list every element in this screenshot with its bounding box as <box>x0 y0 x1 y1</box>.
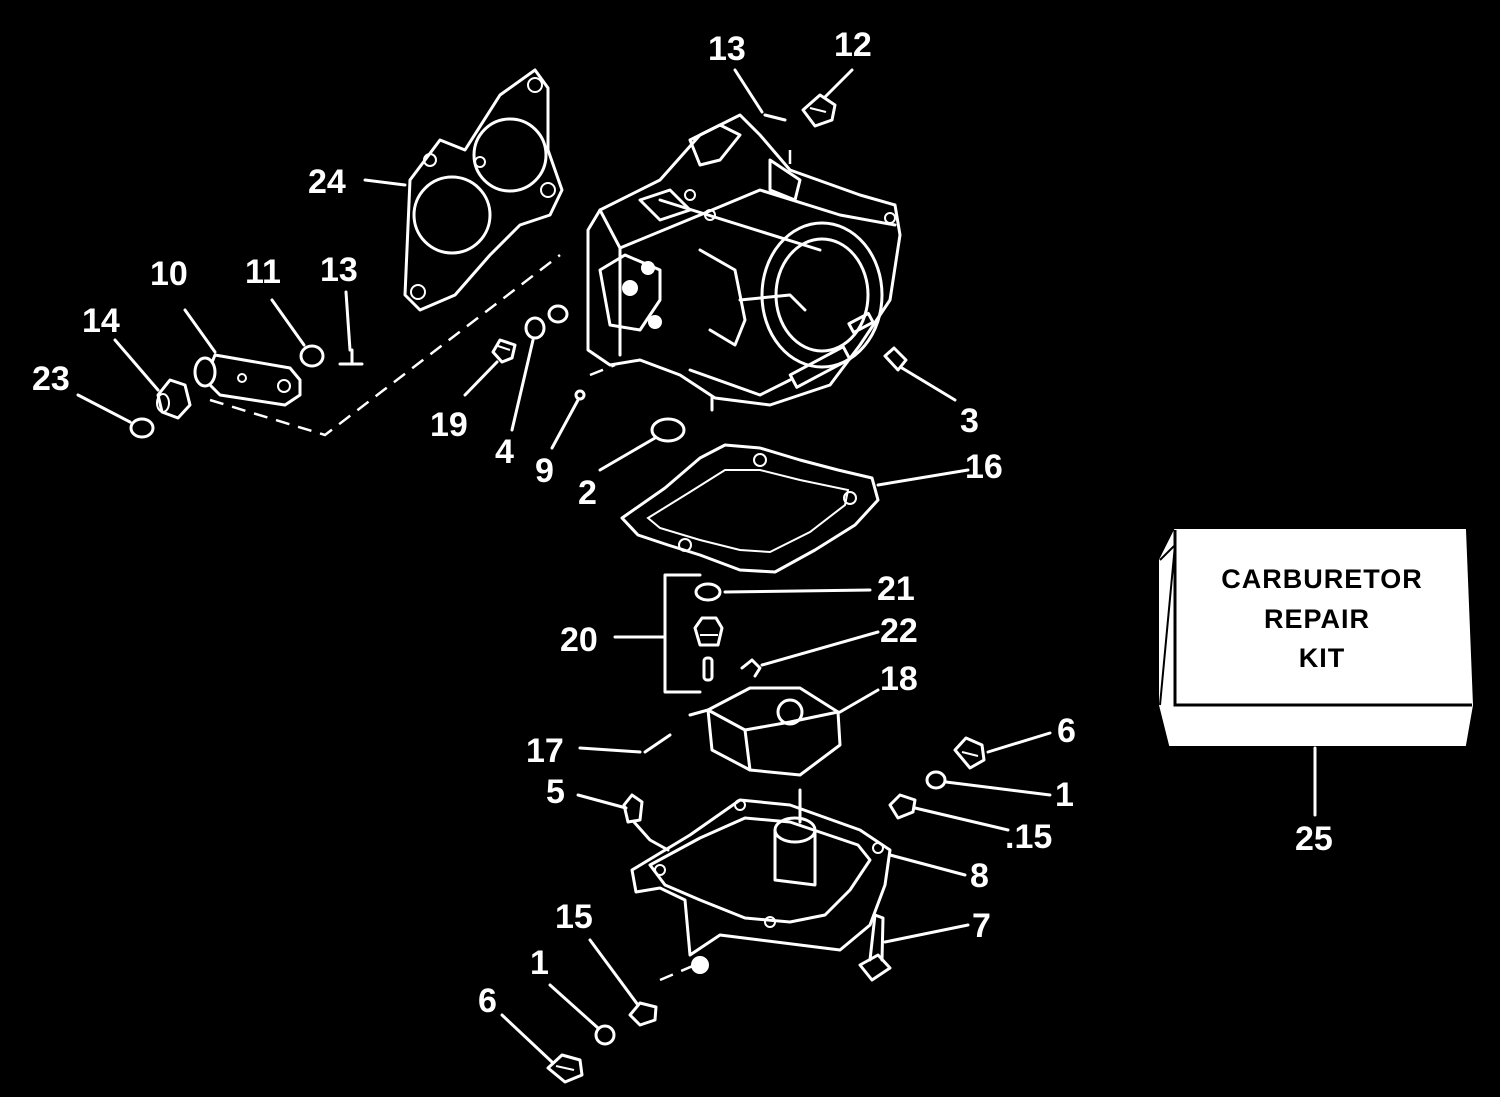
label-14: 14 <box>82 302 120 340</box>
label-15-bottom: 15 <box>555 898 593 936</box>
label-5: 5 <box>546 773 565 811</box>
leader-lines <box>76 68 1317 1064</box>
part-20-needle-seat <box>693 616 724 682</box>
label-6-right: 6 <box>1057 712 1076 750</box>
label-8: 8 <box>970 857 989 895</box>
part-2-disk <box>650 417 686 443</box>
part-8-float-bowl <box>630 788 892 974</box>
label-25: 25 <box>1295 820 1333 858</box>
label-22: 22 <box>880 612 918 650</box>
part-nut-upper <box>547 304 569 324</box>
part-13-pin-top <box>763 113 787 122</box>
part-10-throttle-link <box>193 353 302 407</box>
carburetor-body <box>586 113 902 412</box>
part-21-o-ring <box>694 582 722 602</box>
label-13-top: 13 <box>708 30 746 68</box>
label-9: 9 <box>535 452 554 490</box>
part-17-hinge-pin <box>643 733 672 754</box>
part-25-repair-kit-box: CARBURETOR REPAIR KIT <box>1159 529 1474 746</box>
kit-line-2: REPAIR <box>1264 604 1370 634</box>
part-1-washer-bottom <box>594 1024 616 1046</box>
label-18: 18 <box>880 660 918 698</box>
part-9-check-ball <box>574 389 586 401</box>
part-6-plug-right <box>953 736 986 770</box>
label-10: 10 <box>150 255 188 293</box>
label-3: 3 <box>960 402 979 440</box>
label-1-right: 1 <box>1055 776 1074 814</box>
assembly-dashed-lines <box>209 150 792 982</box>
label-6-bottom: 6 <box>478 982 497 1020</box>
part-3-screw <box>883 346 908 372</box>
part-22-clip <box>740 658 762 678</box>
part-23-washer <box>129 417 155 439</box>
kit-line-1: CARBURETOR <box>1221 564 1423 594</box>
label-7: 7 <box>972 907 991 945</box>
label-23: 23 <box>32 360 70 398</box>
label-1-bottom: 1 <box>530 944 549 982</box>
label-11: 11 <box>245 253 281 291</box>
part-15-jet-bottom <box>628 1001 658 1027</box>
label-16: 16 <box>965 448 1003 486</box>
part-14-nut <box>156 378 192 420</box>
label-13-left: 13 <box>320 251 358 289</box>
part-15-jet-right <box>888 793 917 820</box>
part-24-flange-gasket <box>403 68 564 312</box>
label-12: 12 <box>834 26 872 64</box>
part-7-screw <box>858 913 892 982</box>
part-5-screw <box>622 793 644 824</box>
part-4-washer <box>524 316 546 340</box>
label-21: 21 <box>877 570 915 608</box>
part-16-float-bowl-gasket <box>620 443 880 574</box>
part-6-plug-bottom <box>546 1053 584 1084</box>
label-19: 19 <box>430 406 468 444</box>
part-19-screw <box>491 338 517 364</box>
label-24: 24 <box>308 163 346 201</box>
part-13-pin-left <box>338 348 364 366</box>
label-15-right: .15 <box>1005 818 1052 856</box>
part-1-washer-right <box>925 770 947 790</box>
small-parts <box>129 93 986 1084</box>
label-17: 17 <box>526 732 564 770</box>
part-labels: 24 13 12 10 11 13 14 23 19 4 9 2 3 16 21… <box>32 26 1333 1020</box>
kit-line-3: KIT <box>1299 643 1346 673</box>
part-11-washer <box>299 344 325 368</box>
label-20: 20 <box>560 621 598 659</box>
label-2: 2 <box>578 474 597 512</box>
label-4: 4 <box>495 433 514 471</box>
part-18-float <box>688 686 842 777</box>
part-12-plug <box>801 93 837 128</box>
